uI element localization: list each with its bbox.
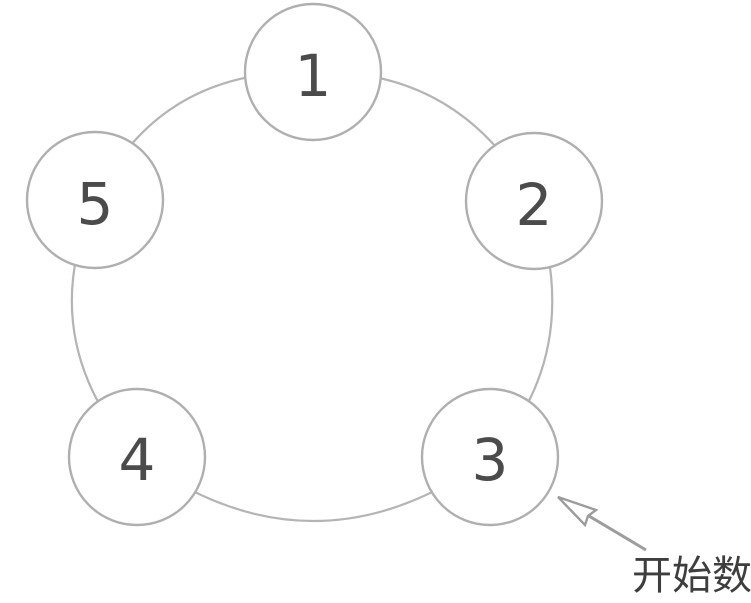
start-count-label: 开始数 xyxy=(632,553,751,599)
node-circle-1 xyxy=(243,2,383,142)
node-circle-4 xyxy=(67,387,207,527)
node-circle-3 xyxy=(420,387,560,527)
node-number-4: 4 xyxy=(119,426,156,494)
pointer-arrow-line xyxy=(588,514,647,552)
node-number-2: 2 xyxy=(516,171,553,239)
node-number-5: 5 xyxy=(77,170,114,238)
node-number-3: 3 xyxy=(472,426,509,494)
node-circle-5 xyxy=(25,130,165,270)
node-circle-2 xyxy=(464,131,604,271)
node-number-1: 1 xyxy=(295,42,332,110)
pointer-arrowhead-icon xyxy=(557,495,599,528)
